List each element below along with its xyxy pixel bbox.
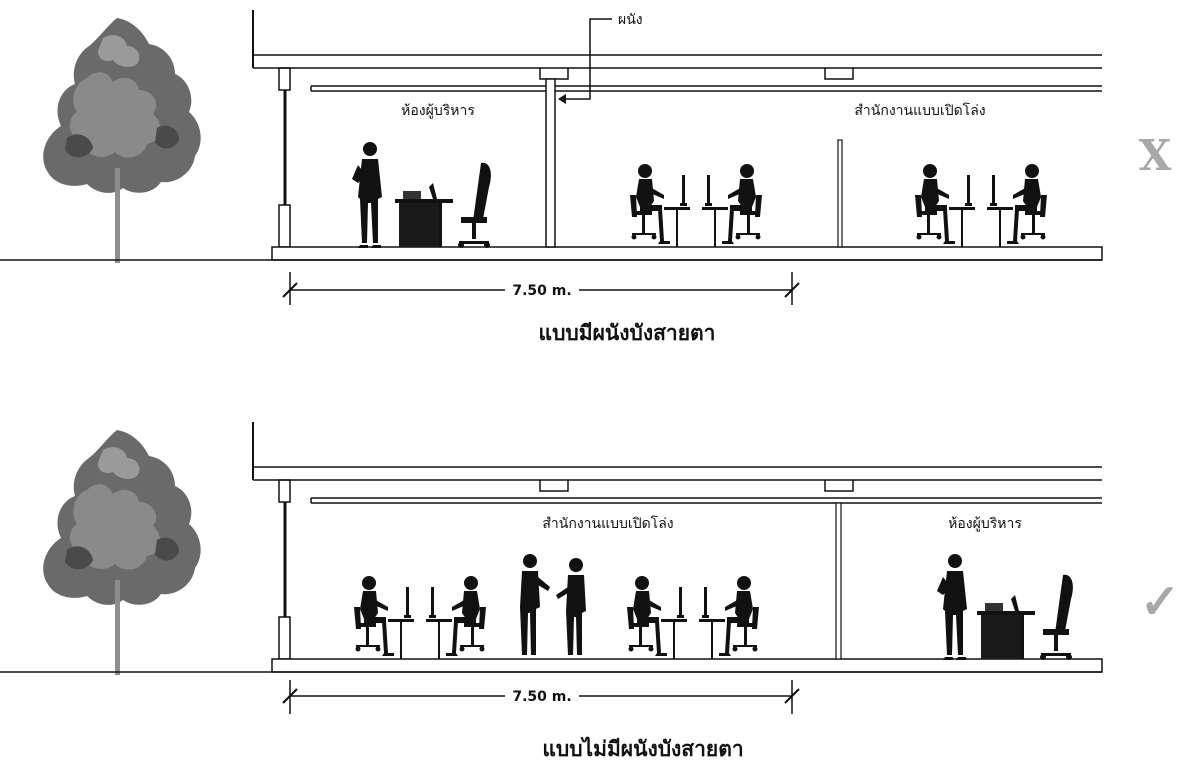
section-with-wall: ผนัง ห้องผู้บริหาร สำนักงานแบบเปิดโล่ง 7… <box>0 8 1172 345</box>
tree-illustration <box>43 18 201 263</box>
workstation-pair <box>915 164 1047 247</box>
check-mark-icon: ✓ <box>1140 574 1180 630</box>
room-label-executive: ห้องผู้บริหาร <box>401 103 475 119</box>
workstation-pair <box>354 576 486 659</box>
room-label-open-office: สำนักงานแบบเปิดโล่ง <box>854 102 985 119</box>
wall-leader-line <box>563 18 612 100</box>
dimension-label-bg <box>505 280 579 300</box>
executive-desk <box>395 162 491 248</box>
room-label-open-office: สำนักงานแบบเปิดโล่ง <box>542 515 673 532</box>
partition-column <box>835 502 842 660</box>
incorrect-x-mark: X <box>1139 131 1172 180</box>
dimension-tick <box>282 282 298 298</box>
screen-divider <box>837 139 843 248</box>
dimension-label-bg <box>505 686 579 706</box>
executive-figure <box>352 142 382 248</box>
room-label-executive: ห้องผู้บริหาร <box>948 516 1022 532</box>
dimension-tick <box>784 282 800 298</box>
dimension-label: 7.50 m. <box>512 689 571 705</box>
dimension-tick <box>282 688 298 704</box>
wall-leader-arrow <box>558 94 566 104</box>
section-without-wall: สำนักงานแบบเปิดโล่ง ห้องผู้บริหาร 7.50 m… <box>0 420 1180 761</box>
tree-illustration <box>43 430 201 675</box>
dimension-tick <box>784 688 800 704</box>
executive-desk <box>977 574 1073 660</box>
workstation-pair <box>630 164 762 247</box>
partition-wall <box>545 78 556 248</box>
executive-figure <box>937 554 967 660</box>
wall-label: ผนัง <box>618 12 643 28</box>
caption-with-wall: แบบมีผนังบังสายตา <box>539 321 716 345</box>
standing-people-talking <box>520 554 586 655</box>
caption-without-wall: แบบไม่มีผนังบังสายตา <box>542 736 743 761</box>
workstation-pair <box>627 576 759 659</box>
dimension-label: 7.50 m. <box>512 283 571 299</box>
